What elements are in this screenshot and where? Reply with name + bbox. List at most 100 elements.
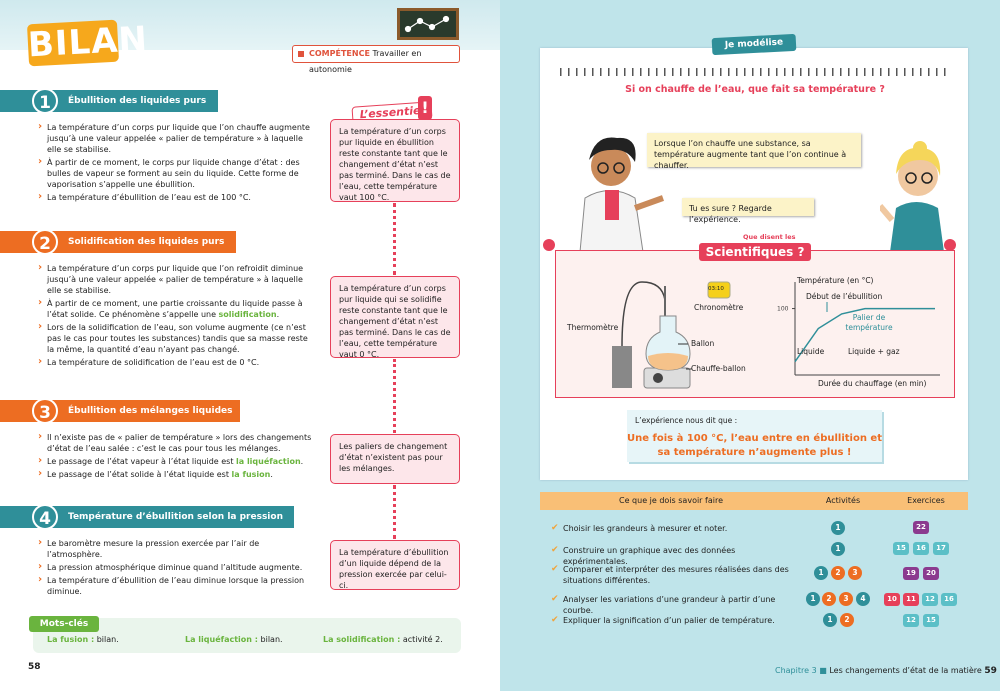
bullet: À partir de ce moment, le corps pur liqu… (38, 156, 316, 190)
bullet: La pression atmosphérique diminue quand … (38, 561, 316, 573)
mots-cles-box: Mots-clés La fusion : bilan. La liquéfac… (29, 616, 461, 653)
bullet: Le passage de l’état vapeur à l’état liq… (38, 455, 316, 467)
exercise-badge[interactable]: 16 (941, 593, 957, 606)
mots-cles-title: Mots-clés (29, 616, 99, 632)
section-3-header: Ébullition des mélanges liquides (0, 400, 240, 422)
bullet: La température d’un corps pur liquide qu… (38, 262, 316, 296)
activity-badge[interactable]: 1 (823, 613, 837, 627)
bullet: La température d’un corps pur liquide qu… (38, 121, 316, 155)
keyword-fusion: la fusion (231, 470, 271, 479)
activity-badge[interactable]: 1 (831, 521, 845, 535)
scientist-character (565, 128, 665, 253)
mots-cles-item: La fusion : bilan. (47, 635, 119, 644)
section-3-bullets: Il n’existe pas de « palier de températu… (38, 431, 316, 482)
section-4-title: Température d’ébullition selon la pressi… (68, 512, 283, 522)
temperature-chart: 100 (775, 270, 950, 392)
model-question: Si on chauffe de l’eau, que fait sa temp… (625, 84, 885, 95)
chart-series-line (794, 307, 935, 363)
activity-badge[interactable]: 3 (839, 592, 853, 606)
exercise-badge[interactable]: 16 (913, 542, 929, 555)
chrono-display: 03:10 (708, 286, 724, 292)
bullet: La température de solidification de l’ea… (38, 356, 316, 368)
section-3-number: 3 (32, 398, 58, 424)
chart-ylabel: Température (en °C) (797, 276, 874, 285)
section-2-bullets: La température d’un corps pur liquide qu… (38, 262, 316, 370)
bullet: La température d’ébullition de l’eau est… (38, 191, 316, 203)
activity-badge[interactable]: 3 (848, 566, 862, 580)
competence-box: COMPÉTENCE Travailler en autonomie (292, 45, 460, 74)
label-chauffe-ballon: Chauffe-ballon (691, 364, 746, 373)
activity-badge[interactable]: 4 (856, 592, 870, 606)
bullet: Le passage de l’état solide à l’état liq… (38, 468, 316, 480)
exercise-badge[interactable]: 19 (903, 567, 919, 580)
notebook-spiral (560, 68, 950, 76)
student-character (877, 128, 952, 252)
dotted-connector (393, 359, 396, 433)
chart-xlabel: Durée du chauffage (en min) (818, 379, 927, 388)
exercise-badge[interactable]: 12 (922, 593, 938, 606)
skills-header-col1: Ce que je dois savoir faire (540, 492, 802, 510)
pushpin-right-icon (944, 239, 956, 251)
section-1-bullets: La température d’un corps pur liquide qu… (38, 121, 316, 205)
exercise-badge[interactable]: 15 (923, 614, 939, 627)
skill-row: Choisir les grandeurs à mesurer et noter… (551, 523, 791, 534)
que-disent-les: Que disent les (743, 233, 796, 241)
left-page: BILAN COMPÉTENCE Travailler en autonomie… (0, 0, 500, 691)
keyword-liquefaction: la liquéfaction (236, 457, 301, 466)
chalkboard-molecule-icon (397, 8, 459, 40)
section-2-summary: La température d’un corps pur liquide qu… (330, 276, 460, 359)
section-4-bullets: Le baromètre mesure la pression exercée … (38, 537, 316, 599)
exclamation-icon: ! (418, 96, 432, 120)
activity-badge[interactable]: 1 (814, 566, 828, 580)
section-1-summary: La température d’un corps pur liquide en… (330, 119, 460, 202)
exercise-badge[interactable]: 12 (903, 614, 919, 627)
exercise-badge[interactable]: 17 (933, 542, 949, 555)
label-thermometre: Thermomètre (567, 323, 619, 332)
speech-bubble-scientist: Lorsque l’on chauffe une substance, sa t… (647, 133, 861, 170)
activity-badge[interactable]: 1 (831, 542, 845, 556)
exercise-badge[interactable]: 10 (884, 593, 900, 606)
bullet: Lors de la solidification de l’eau, son … (38, 321, 316, 355)
activity-badge[interactable]: 1 (806, 592, 820, 606)
exercise-badge[interactable]: 20 (923, 567, 939, 580)
chapter-footer: Chapitre 3 ■ Les changements d’état de l… (775, 666, 997, 676)
mots-cles-item: La solidification : activité 2. (323, 635, 443, 644)
bullet: Le baromètre mesure la pression exercée … (38, 537, 316, 560)
speech-bubble-student: Tu es sure ? Regarde l’expérience. (682, 198, 814, 224)
activity-badge[interactable]: 2 (822, 592, 836, 606)
page-number-right: 59 (984, 666, 997, 676)
exercise-badge[interactable]: 15 (893, 542, 909, 555)
chapter-title: Les changements d’état de la matière (829, 666, 982, 675)
competence-label: COMPÉTENCE (309, 49, 370, 58)
label-chronometre: Chronomètre (694, 303, 744, 312)
section-2-number: 2 (32, 229, 58, 255)
conclusion-box: L’expérience nous dit que : Une fois à 1… (627, 410, 882, 462)
skill-row: Analyser les variations d’une grandeur à… (551, 594, 791, 616)
section-1-number: 1 (32, 88, 58, 114)
bilan-title: BILAN (26, 19, 149, 67)
chart-svg: 100 (777, 282, 940, 376)
section-3-title: Ébullition des mélanges liquides (68, 406, 233, 416)
mots-cles-item: La liquéfaction : bilan. (185, 635, 283, 644)
chart-annotation-liquide: Liquide (797, 347, 825, 356)
exercise-badge[interactable]: 11 (903, 593, 919, 606)
section-2-header: Solidification des liquides purs (0, 231, 236, 253)
label-ballon: Ballon (691, 339, 715, 348)
activity-badge[interactable]: 2 (831, 566, 845, 580)
scientifiques-title: Scientifiques ? (699, 243, 811, 261)
section-4-header: Température d’ébullition selon la pressi… (0, 506, 294, 528)
experiment-illustration (560, 266, 790, 392)
section-2-title: Solidification des liquides purs (68, 237, 225, 247)
skills-header-col3: Exercices (884, 492, 968, 510)
conclusion-main: Une fois à 100 °C, l’eau entre en ébulli… (627, 433, 882, 458)
activity-badge[interactable]: 2 (840, 613, 854, 627)
exercise-badge[interactable]: 22 (913, 521, 929, 534)
bullet: À partir de ce moment, une partie croiss… (38, 297, 316, 320)
page-number-left: 58 (28, 662, 41, 672)
section-1-title: Ébullition des liquides purs (68, 96, 207, 106)
bullet: Il n’existe pas de « palier de températu… (38, 431, 316, 454)
competence-text: Travailler en autonomie (309, 49, 422, 74)
pushpin-left-icon (543, 239, 555, 251)
skills-header-col2: Activités (802, 492, 884, 510)
